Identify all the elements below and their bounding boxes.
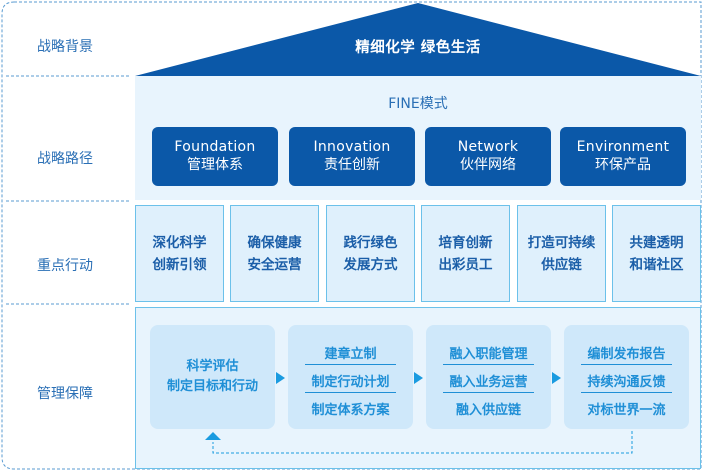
action-line: 打造可持续 (527, 234, 596, 251)
step-line: 建章立制 (324, 347, 377, 362)
step-line: 持续沟通反馈 (587, 375, 666, 390)
divider (443, 392, 534, 393)
step-line: 制定行动计划 (311, 375, 390, 390)
feedback-dashed-line (212, 431, 633, 454)
action-line: 确保健康 (247, 234, 302, 251)
action-box: 深化科学创新引领 (135, 205, 224, 302)
arrow-right-icon (552, 372, 561, 384)
roof-shape (135, 3, 701, 76)
row-label-actions: 重点行动 (37, 258, 93, 274)
action-line: 共建透明 (629, 234, 684, 251)
step-line: 融入业务运营 (449, 375, 528, 390)
action-box: 确保健康安全运营 (230, 205, 319, 302)
step-line: 制定体系方案 (311, 403, 390, 418)
management-step-1: 科学评估 制定目标和行动 (150, 325, 275, 429)
row-label-management: 管理保障 (37, 386, 93, 402)
action-line: 深化科学 (152, 234, 207, 251)
divider (581, 364, 672, 365)
pillar-zh: 管理体系 (187, 157, 243, 173)
pillar-en: Environment (576, 139, 670, 155)
pillar-zh: 环保产品 (595, 157, 651, 173)
arrow-up-icon (205, 432, 221, 440)
pillar-innovation: Innovation 责任创新 (289, 127, 415, 186)
pillar-zh: 责任创新 (324, 157, 380, 173)
pillar-environment: Environment 环保产品 (560, 127, 686, 186)
action-box: 共建透明和谐社区 (612, 205, 701, 302)
action-line: 和谐社区 (629, 256, 684, 273)
action-line: 创新引领 (152, 256, 207, 273)
pillar-en: Innovation (313, 139, 391, 155)
row-label-background: 战略背景 (37, 39, 93, 55)
action-line: 发展方式 (343, 256, 398, 273)
step-line: 融入供应链 (455, 403, 521, 418)
management-step-4: 编制发布报告 持续沟通反馈 对标世界一流 (564, 325, 689, 429)
action-line: 出彩员工 (438, 256, 493, 273)
step-line: 制定目标和行动 (166, 379, 258, 394)
management-step-3: 融入职能管理 融入业务运营 融入供应链 (426, 325, 551, 429)
arrow-right-icon (414, 372, 423, 384)
step-line: 编制发布报告 (587, 347, 666, 362)
action-box: 打造可持续供应链 (517, 205, 606, 302)
arrow-right-icon (276, 372, 285, 384)
action-box: 培育创新出彩员工 (421, 205, 510, 302)
divider (443, 364, 534, 365)
divider (581, 392, 672, 393)
pillar-en: Foundation (174, 139, 256, 155)
divider (305, 364, 396, 365)
action-line: 践行绿色 (343, 234, 398, 251)
divider (305, 392, 396, 393)
row-label-path: 战略路径 (37, 151, 93, 167)
pillar-zh: 伙伴网络 (460, 157, 516, 173)
step-line: 融入职能管理 (449, 347, 528, 362)
action-line: 培育创新 (438, 234, 493, 251)
pillar-en: Network (457, 139, 519, 155)
action-line: 供应链 (541, 256, 582, 273)
step-line: 科学评估 (186, 359, 239, 374)
step-line: 对标世界一流 (587, 403, 666, 418)
roof-title: 精细化学 绿色生活 (355, 40, 481, 56)
pillar-network: Network 伙伴网络 (425, 127, 551, 186)
management-step-2: 建章立制 制定行动计划 制定体系方案 (288, 325, 413, 429)
fine-model-title: FINE模式 (388, 96, 448, 112)
action-box: 践行绿色发展方式 (326, 205, 415, 302)
action-line: 安全运营 (247, 256, 302, 273)
pillar-foundation: Foundation 管理体系 (152, 127, 278, 186)
